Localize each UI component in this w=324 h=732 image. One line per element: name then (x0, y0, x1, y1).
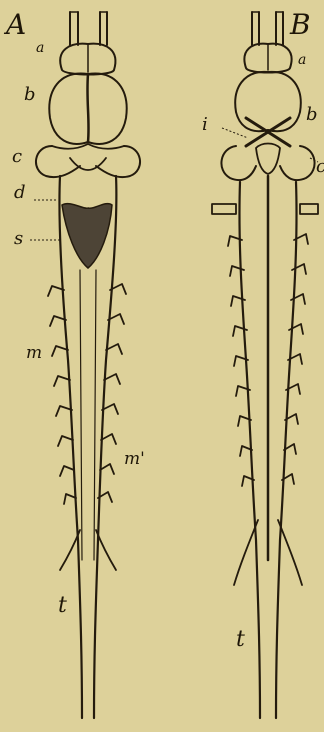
label-a-hemisphere: b (24, 84, 36, 105)
label-a-medulla: d (14, 182, 26, 203)
label-a-terminal: t (58, 593, 67, 618)
label-a-nerve-m-prime: m' (124, 449, 145, 469)
label-b-optic-lobe: c (316, 156, 324, 177)
label-a-sinus: s (14, 228, 23, 249)
label-a-optic-lobe: c (12, 146, 22, 167)
label-b-hemisphere: b (306, 104, 318, 125)
label-a-olfactory: a (36, 40, 44, 56)
label-b-chiasma: i (202, 114, 208, 135)
panel-label-a: A (3, 8, 26, 41)
label-b-olfactory: a (298, 52, 306, 68)
label-b-terminal: t (236, 627, 245, 652)
label-a-nerve-m: m (26, 343, 42, 363)
panel-label-b: B (289, 8, 311, 41)
